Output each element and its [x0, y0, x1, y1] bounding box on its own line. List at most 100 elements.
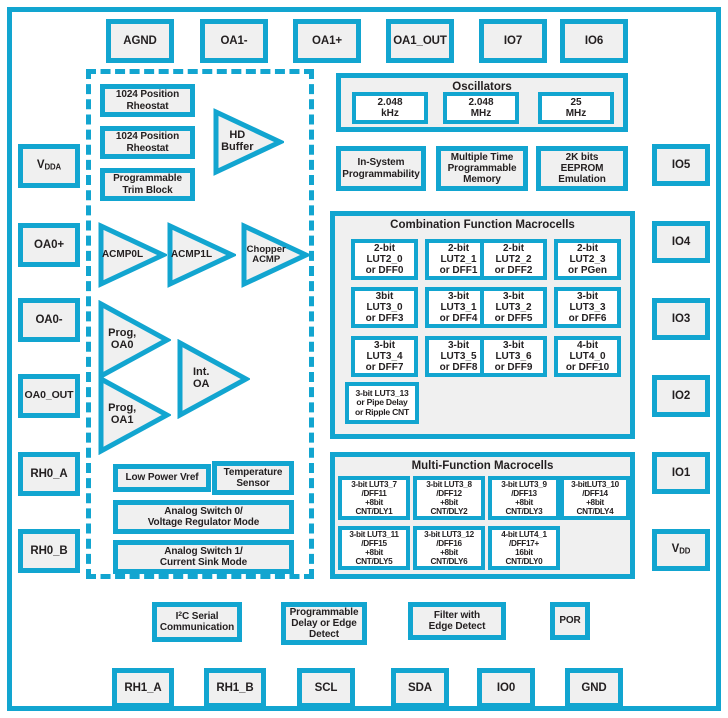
pad-label: RH0_B — [30, 544, 68, 557]
macrocell-lut3-6[interactable]: 3-bit LUT3_6 or DFF9 — [480, 336, 547, 377]
block-eeprom-emulation[interactable]: 2K bits EEPROM Emulation — [536, 146, 628, 191]
amplifier-acmp0l[interactable]: ACMP0L — [97, 222, 167, 288]
amplifier-prog-oa1[interactable]: Prog, OA1 — [97, 375, 171, 455]
pad-rh0-a[interactable]: RH0_A — [18, 452, 80, 496]
osc-25mhz[interactable]: 25 MHz — [538, 92, 614, 124]
block-rheostat-1[interactable]: 1024 Position Rheostat — [100, 126, 195, 159]
pad-label: OA1_OUT — [393, 34, 447, 47]
multicell-lut3-8[interactable]: 3-bit LUT3_8 /DFF12 +8bit CNT/DLY2 — [413, 476, 485, 520]
pad-io4[interactable]: IO4 — [652, 221, 710, 263]
block-label: Programmable Delay or Edge Detect — [289, 606, 359, 641]
pad-vdd[interactable]: VDD — [652, 529, 710, 571]
pad-io7[interactable]: IO7 — [479, 19, 547, 63]
multicell-lut3-12[interactable]: 3-bit LUT3_12 /DFF16 +8bit CNT/DLY6 — [413, 526, 485, 570]
block-in-system-programmability[interactable]: In-System Programmability — [336, 146, 426, 191]
block-rheostat-0[interactable]: 1024 Position Rheostat — [100, 84, 195, 117]
pad-rh1-b[interactable]: RH1_B — [204, 668, 266, 708]
amplifier-acmp1l[interactable]: ACMP1L — [166, 222, 236, 288]
block-low-power-vref[interactable]: Low Power Vref — [113, 464, 211, 492]
pad-label: OA0- — [35, 313, 63, 326]
amplifier-prog-oa0[interactable]: Prog, OA0 — [97, 300, 171, 380]
pad-label: IO7 — [503, 34, 523, 47]
multicell-lut3-9[interactable]: 3-bit LUT3_9 /DFF13 +8bit CNT/DLY3 — [488, 476, 560, 520]
amplifier-chopper-acmp[interactable]: Chopper ACMP — [240, 222, 310, 288]
pad-label: SCL — [314, 681, 338, 694]
block-label: Programmable Trim Block — [113, 173, 182, 196]
block-por[interactable]: POR — [550, 602, 590, 640]
macrocell-lut3-0[interactable]: 3bit LUT3_0 or DFF3 — [351, 287, 418, 328]
cell-label: 3-bit LUT3_3 or DFF6 — [568, 291, 607, 324]
pad-io2[interactable]: IO2 — [652, 375, 710, 417]
pad-vdda[interactable]: VDDA — [18, 144, 80, 188]
block-label: 1024 Position Rheostat — [115, 89, 180, 112]
amplifier-label: Int. OA — [192, 366, 210, 390]
block-analog-switch-1[interactable]: Analog Switch 1/ Current Sink Mode — [113, 540, 294, 574]
chip-outline-frame — [7, 7, 721, 711]
block-label: POR — [559, 615, 581, 627]
pad-oa0-minus[interactable]: OA0- — [18, 298, 80, 342]
panel-title: Multi-Function Macrocells — [411, 460, 554, 472]
pad-rh1-a[interactable]: RH1_A — [112, 668, 174, 708]
pad-label: IO0 — [496, 681, 516, 694]
cell-label: 2-bit LUT2_0 or DFF0 — [365, 243, 404, 276]
pad-label: RH0_A — [30, 467, 68, 480]
pad-scl[interactable]: SCL — [297, 668, 355, 708]
analog-domain-dashed-region — [86, 69, 314, 579]
amplifier-int-oa[interactable]: Int. OA — [176, 339, 250, 419]
pad-oa0-plus[interactable]: OA0+ — [18, 223, 80, 267]
pad-label: OA0+ — [34, 238, 64, 251]
cell-label: 3-bitLUT3_10 /DFF14 +8bit CNT/DLY4 — [571, 479, 619, 517]
cell-label: 2.048 MHz — [468, 97, 494, 119]
block-programmable-delay-edge-detect[interactable]: Programmable Delay or Edge Detect — [281, 602, 367, 645]
macrocell-lut3-3[interactable]: 3-bit LUT3_3 or DFF6 — [554, 287, 621, 328]
cell-label: 3-bit LUT3_9 /DFF13 +8bit CNT/DLY3 — [501, 479, 547, 517]
pad-oa0-out[interactable]: OA0_OUT — [18, 374, 80, 418]
multicell-lut3-11[interactable]: 3-bit LUT3_11 /DFF15 +8bit CNT/DLY5 — [338, 526, 410, 570]
macrocell-lut3-13[interactable]: 3-bit LUT3_13 or Pipe Delay or Ripple CN… — [345, 382, 419, 424]
pad-io3[interactable]: IO3 — [652, 298, 710, 340]
cell-label: 2-bit LUT2_1 or DFF1 — [439, 243, 478, 276]
block-temperature-sensor[interactable]: Temperature Sensor — [212, 461, 294, 495]
macrocell-lut2-2[interactable]: 2-bit LUT2_2 or DFF2 — [480, 239, 547, 280]
osc-2048khz[interactable]: 2.048 kHz — [352, 92, 428, 124]
block-label: Analog Switch 1/ Current Sink Mode — [159, 545, 248, 568]
macrocell-lut3-2[interactable]: 3-bit LUT3_2 or DFF5 — [480, 287, 547, 328]
panel-title: Combination Function Macrocells — [390, 219, 575, 231]
pad-sda[interactable]: SDA — [391, 668, 449, 708]
amplifier-label: HD Buffer — [221, 129, 254, 153]
block-label: In-System Programmability — [342, 157, 420, 180]
pad-label: VDDA — [36, 159, 62, 172]
macrocell-lut4-0[interactable]: 4-bit LUT4_0 or DFF10 — [554, 336, 621, 377]
cell-label: 2-bit LUT2_2 or DFF2 — [494, 243, 533, 276]
triangle-icon — [98, 375, 171, 455]
pad-io1[interactable]: IO1 — [652, 452, 710, 494]
pad-gnd[interactable]: GND — [565, 668, 623, 708]
multicell-lut3-7[interactable]: 3-bit LUT3_7 /DFF11 +8bit CNT/DLY1 — [338, 476, 410, 520]
pad-label: SDA — [408, 681, 432, 694]
pad-label: RH1_A — [124, 681, 162, 694]
block-programmable-trim[interactable]: Programmable Trim Block — [100, 168, 195, 201]
pad-io5[interactable]: IO5 — [652, 144, 710, 186]
block-analog-switch-0[interactable]: Analog Switch 0/ Voltage Regulator Mode — [113, 500, 294, 534]
block-filter-with-edge-detect[interactable]: Filter with Edge Detect — [408, 602, 506, 640]
pad-oa1-minus[interactable]: OA1- — [200, 19, 268, 63]
pad-agnd[interactable]: AGND — [106, 19, 174, 63]
amplifier-hd-buffer[interactable]: HD Buffer — [212, 108, 284, 176]
macrocell-lut3-4[interactable]: 3-bit LUT3_4 or DFF7 — [351, 336, 418, 377]
macrocell-lut2-0[interactable]: 2-bit LUT2_0 or DFF0 — [351, 239, 418, 280]
block-mtp-memory[interactable]: Multiple Time Programmable Memory — [436, 146, 528, 191]
pad-oa1-out[interactable]: OA1_OUT — [386, 19, 454, 63]
pad-io6[interactable]: IO6 — [560, 19, 628, 63]
pad-io0[interactable]: IO0 — [477, 668, 535, 708]
pad-oa1-plus[interactable]: OA1+ — [293, 19, 361, 63]
multicell-lut4-1[interactable]: 4-bit LUT4_1 /DFF17+ 16bit CNT/DLY0 — [488, 526, 560, 570]
cell-label: 25 MHz — [565, 97, 587, 119]
panel-title: Oscillators — [452, 81, 512, 93]
pad-rh0-b[interactable]: RH0_B — [18, 529, 80, 573]
macrocell-lut2-3[interactable]: 2-bit LUT2_3 or PGen — [554, 239, 621, 280]
osc-2048mhz[interactable]: 2.048 MHz — [443, 92, 519, 124]
multicell-lut3-10[interactable]: 3-bitLUT3_10 /DFF14 +8bit CNT/DLY4 — [560, 476, 630, 520]
